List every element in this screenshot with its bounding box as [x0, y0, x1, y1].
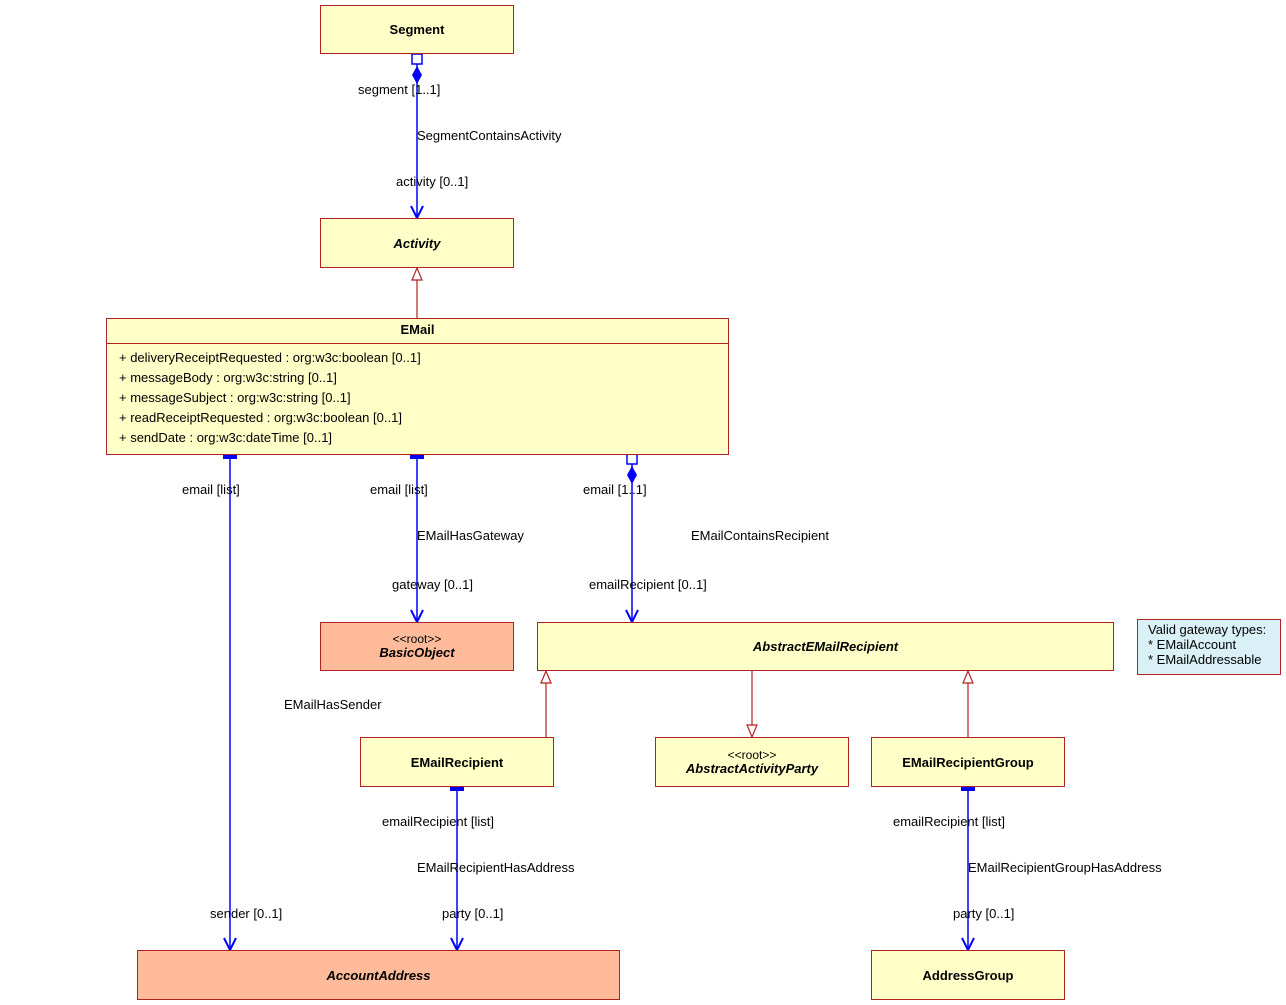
attribute: + readReceiptRequested : org:w3c:boolean… — [119, 410, 402, 425]
class-basic-object[interactable]: <<root>> BasicObject — [320, 622, 514, 671]
class-name: BasicObject — [379, 645, 455, 660]
class-activity[interactable]: Activity — [320, 218, 514, 268]
role-label-email-gateway-source: email [list] — [370, 482, 428, 497]
attribute-compartment: + deliveryReceiptRequested : org:w3c:boo… — [107, 344, 728, 452]
role-label-recipient-address-source: emailRecipient [list] — [382, 814, 494, 829]
class-abstract-activity-party[interactable]: <<root>> AbstractActivityParty — [655, 737, 849, 787]
attribute: + sendDate : org:w3c:dateTime [0..1] — [119, 430, 333, 445]
association-name-email-contains-recipient: EMailContainsRecipient — [691, 528, 830, 543]
class-name: AbstractEMailRecipient — [752, 639, 899, 654]
role-label-group-party: party [0..1] — [953, 906, 1015, 921]
email-has-sender-connector — [223, 455, 237, 953]
class-name: EMail — [107, 319, 728, 344]
class-email[interactable]: EMail + deliveryReceiptRequested : org:w… — [106, 318, 729, 455]
association-name-email-recipient-group-has-address: EMailRecipientGroupHasAddress — [968, 860, 1162, 875]
note-line: Valid gateway types: — [1148, 622, 1267, 637]
stereotype: <<root>> — [727, 747, 777, 762]
note-line: * EMailAccount — [1148, 637, 1237, 652]
association-name-email-has-sender: EMailHasSender — [284, 697, 382, 712]
class-email-recipient-group[interactable]: EMailRecipientGroup — [871, 737, 1065, 787]
class-abstract-email-recipient[interactable]: AbstractEMailRecipient — [537, 622, 1114, 671]
segment-contains-activity-connector — [410, 53, 424, 221]
class-name: EMailRecipientGroup — [902, 754, 1034, 770]
class-name: Segment — [389, 22, 445, 37]
class-address-group[interactable]: AddressGroup — [871, 950, 1065, 1000]
role-label-activity: activity [0..1] — [396, 174, 469, 189]
gateway-types-note[interactable]: Valid gateway types: * EMailAccount * EM… — [1137, 619, 1281, 675]
role-label-sender: sender [0..1] — [210, 906, 283, 921]
role-label-party: party [0..1] — [442, 906, 504, 921]
email-generalization-activity — [411, 266, 423, 318]
attribute: + messageBody : org:w3c:string [0..1] — [119, 370, 337, 385]
role-label-email-recipient-target: emailRecipient [0..1] — [589, 577, 707, 592]
class-email-recipient[interactable]: EMailRecipient — [360, 737, 554, 787]
emailrecipient-generalization — [540, 669, 552, 738]
class-name: AbstractActivityParty — [685, 760, 819, 776]
role-label-email-sender-source: email [list] — [182, 482, 240, 497]
abstractemailrecipient-generalization — [746, 671, 758, 739]
class-name: AddressGroup — [922, 967, 1014, 983]
association-name-email-has-gateway: EMailHasGateway — [417, 528, 524, 543]
note-line: * EMailAddressable — [1148, 652, 1262, 667]
role-label-email-recipient-source: email [1..1] — [583, 482, 647, 497]
class-name: AccountAddress — [326, 967, 431, 983]
stereotype: <<root>> — [392, 632, 442, 646]
association-name-email-recipient-has-address: EMailRecipientHasAddress — [417, 860, 575, 875]
role-label-gateway: gateway [0..1] — [392, 577, 473, 592]
class-name: EMailRecipient — [410, 754, 504, 770]
class-account-address[interactable]: AccountAddress — [137, 950, 620, 1000]
emailrecipientgroup-generalization — [962, 669, 974, 738]
email-contains-recipient-connector — [625, 453, 639, 625]
class-name: Activity — [393, 235, 441, 251]
attribute: + deliveryReceiptRequested : org:w3c:boo… — [119, 350, 421, 365]
association-name-segment-contains-activity: SegmentContainsActivity — [417, 128, 562, 143]
role-label-segment: segment [1..1] — [358, 82, 441, 97]
attribute: + messageSubject : org:w3c:string [0..1] — [119, 390, 351, 405]
role-label-group-address-source: emailRecipient [list] — [893, 814, 1005, 829]
class-segment[interactable]: Segment — [320, 5, 514, 54]
